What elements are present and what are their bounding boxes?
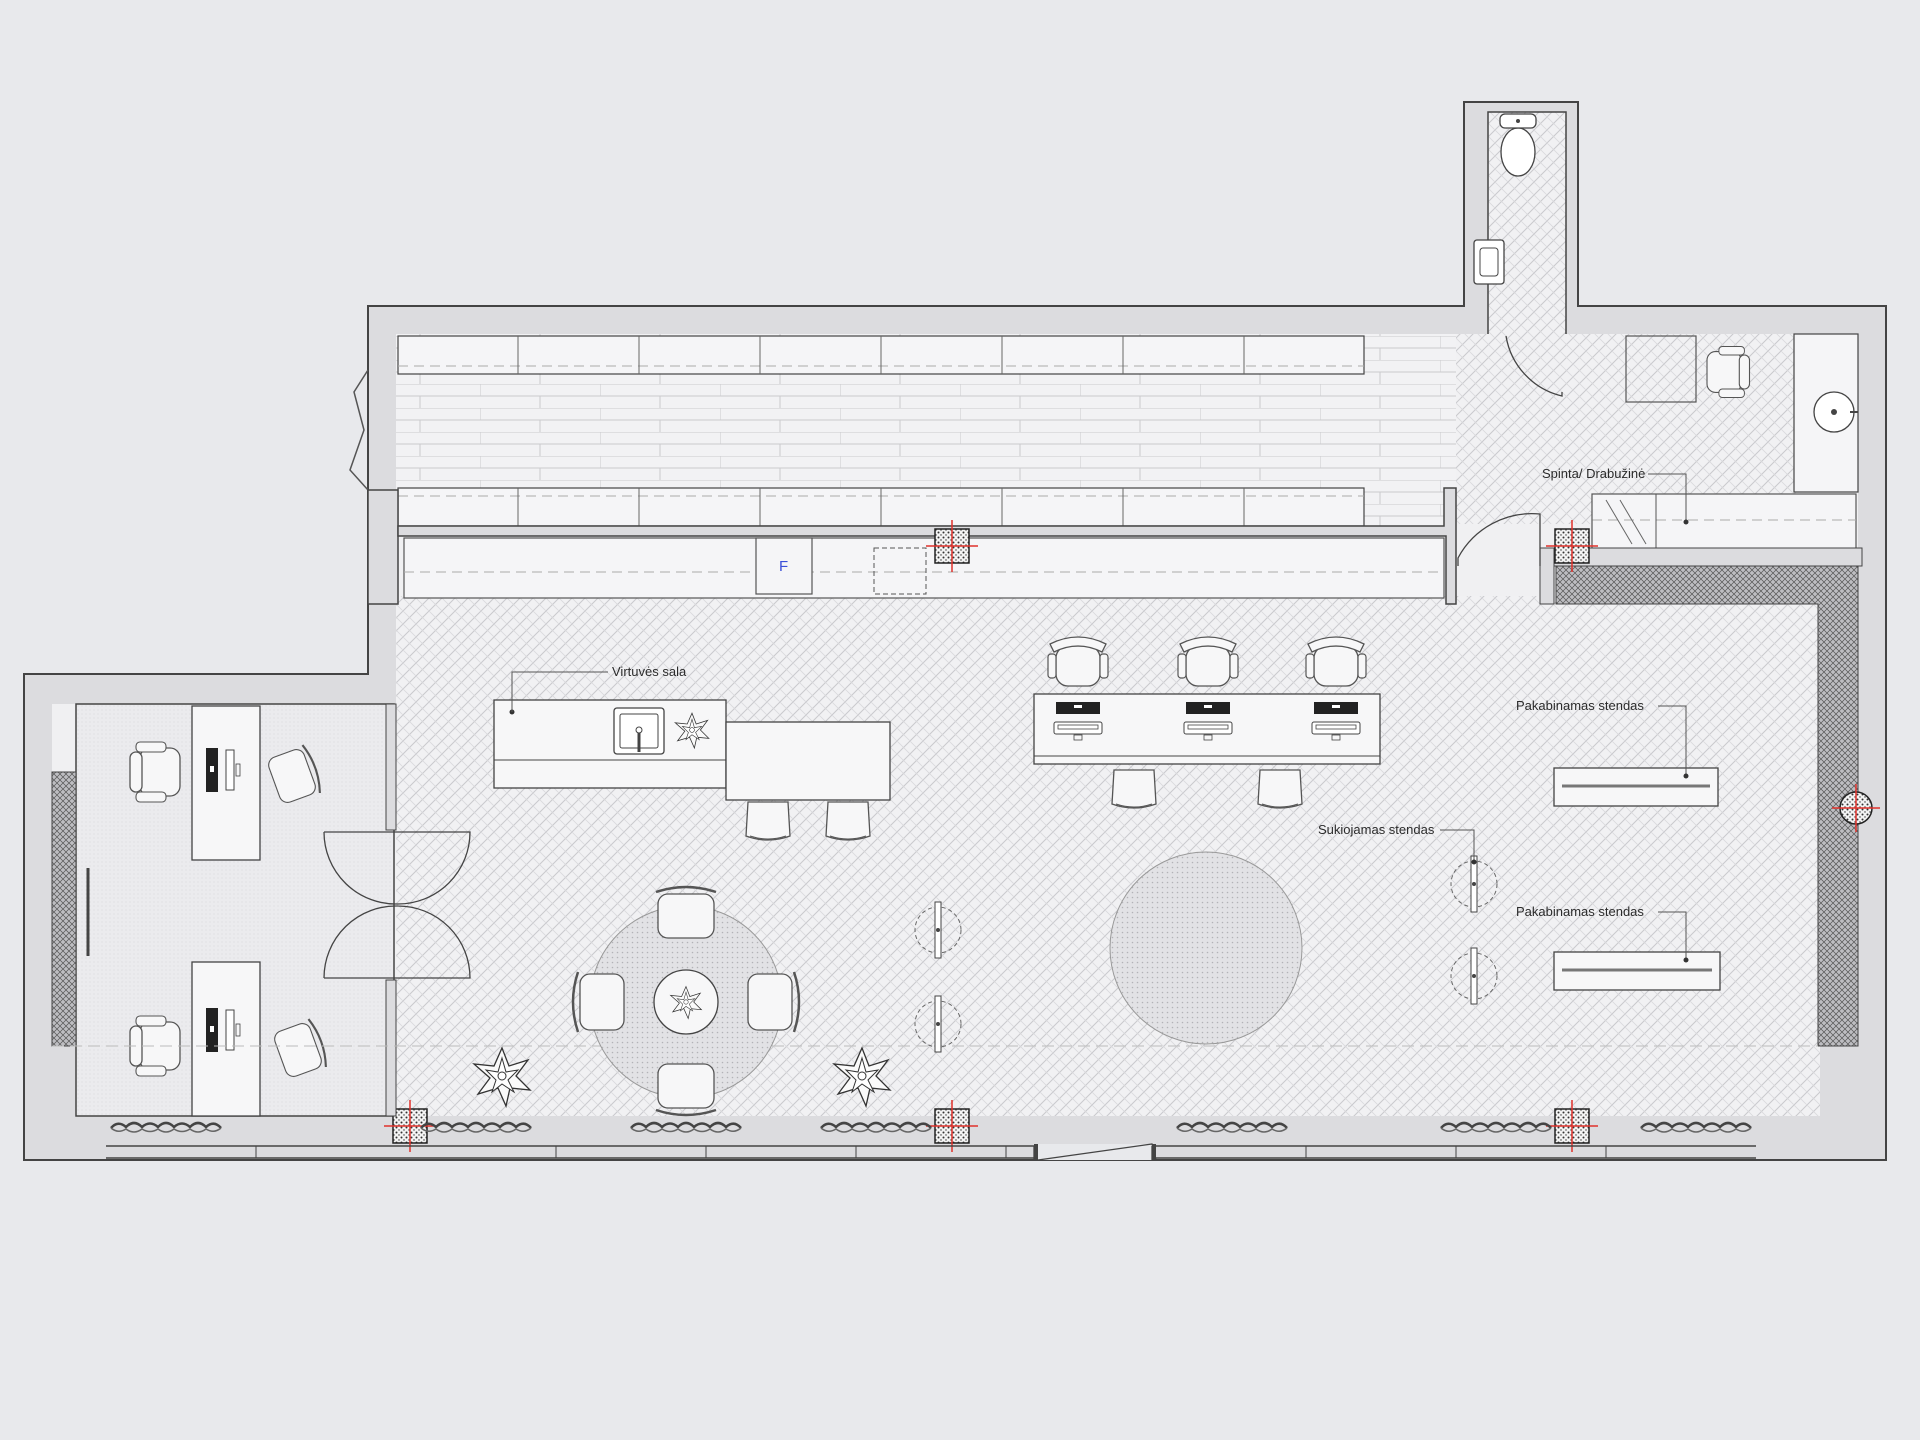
back-utility-room [1457, 333, 1863, 605]
hanging-stand-2-label: Pakabinamas stendas [1516, 904, 1644, 919]
label-wardrobe: Spinta/ Drabužinė [1542, 466, 1689, 525]
office [129, 703, 471, 1117]
wc-sink [1473, 239, 1505, 285]
column-marker [1832, 784, 1880, 832]
corridor-lower-cabinets [397, 487, 1365, 527]
label-rotating-stand: Sukiojamas stendas [1318, 822, 1477, 865]
wc-room [1473, 113, 1563, 397]
island-sink [613, 707, 665, 755]
office-double-door [323, 831, 471, 905]
left-door-jamb [349, 369, 369, 491]
hanging-stand-1-label: Pakabinamas stendas [1516, 698, 1644, 713]
toilet [1500, 127, 1536, 177]
label-kitchen-island: Virtuvės sala [511, 664, 687, 712]
corridor-upper-cabinets [397, 335, 1365, 375]
label-hanging-stand-1: Pakabinamas stendas [1516, 698, 1689, 779]
office-window-panel [51, 771, 77, 1047]
fridge [755, 537, 813, 595]
wc-door [1505, 335, 1563, 397]
corridor-wall [397, 487, 1457, 605]
wardrobe-unit [1591, 493, 1857, 551]
hanging-stand [1553, 767, 1719, 807]
round-rug [1109, 851, 1303, 1045]
corridor-wall-left [367, 489, 399, 605]
wardrobe-label: Spinta/ Drabužinė [1542, 466, 1645, 481]
back-room-door [1457, 512, 1541, 566]
office-double-door [323, 905, 471, 979]
dishwasher [873, 547, 927, 595]
kitchen-island [493, 699, 891, 841]
kitchen-wall-counter: F [403, 537, 1445, 599]
rotating-stand-label: Sukiojamas stendas [1318, 822, 1435, 837]
label-hanging-stand-2: Pakabinamas stendas [1516, 904, 1689, 963]
dining-area [571, 885, 801, 1117]
work-desk [1033, 636, 1381, 809]
kitchen-island-label: Virtuvės sala [612, 664, 687, 679]
fridge-mark: F [779, 558, 788, 575]
hanging-stand [1553, 951, 1721, 991]
storefront-windows [106, 1143, 1756, 1161]
